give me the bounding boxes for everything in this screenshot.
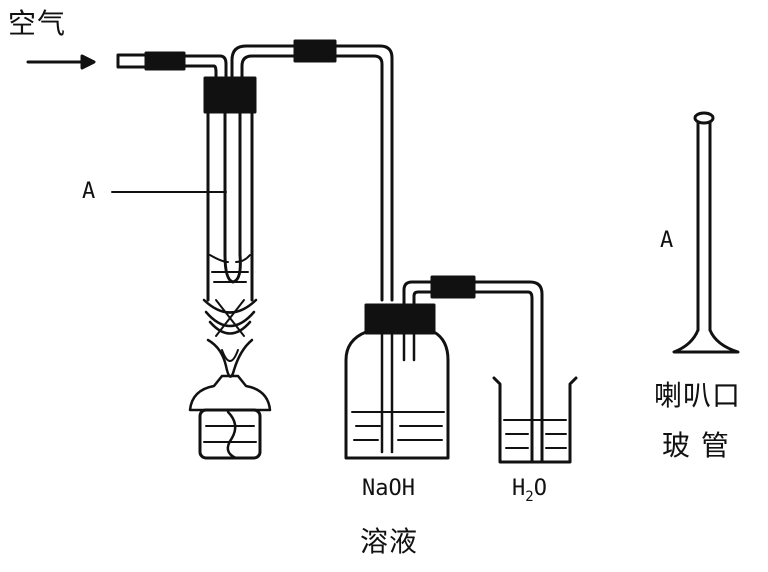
connecting-tube — [230, 39, 394, 302]
solution-label: 溶液 — [360, 525, 419, 558]
water-label: H2O — [512, 476, 547, 505]
funnel-tube-label-line2: 玻 管 — [662, 429, 730, 462]
water-beaker — [492, 376, 578, 464]
air-inlet-arrow — [26, 54, 96, 70]
tube-a-label: A — [82, 179, 96, 204]
funnel-a-label: A — [660, 228, 674, 253]
water-o: O — [533, 476, 547, 501]
combustion-tube — [202, 76, 258, 337]
funnel-mouth-tube — [672, 111, 740, 354]
naoh-bottle — [344, 303, 450, 460]
naoh-label: NaOH — [362, 476, 415, 501]
air-label: 空气 — [8, 7, 67, 40]
water-h: H — [512, 476, 526, 501]
funnel-tube-label-line1: 喇叭口 — [654, 379, 742, 412]
flame — [206, 338, 254, 378]
outlet-tube — [402, 275, 544, 464]
alcohol-lamp — [188, 374, 272, 460]
inlet-tube — [116, 51, 228, 97]
water-subscript: 2 — [525, 489, 534, 505]
